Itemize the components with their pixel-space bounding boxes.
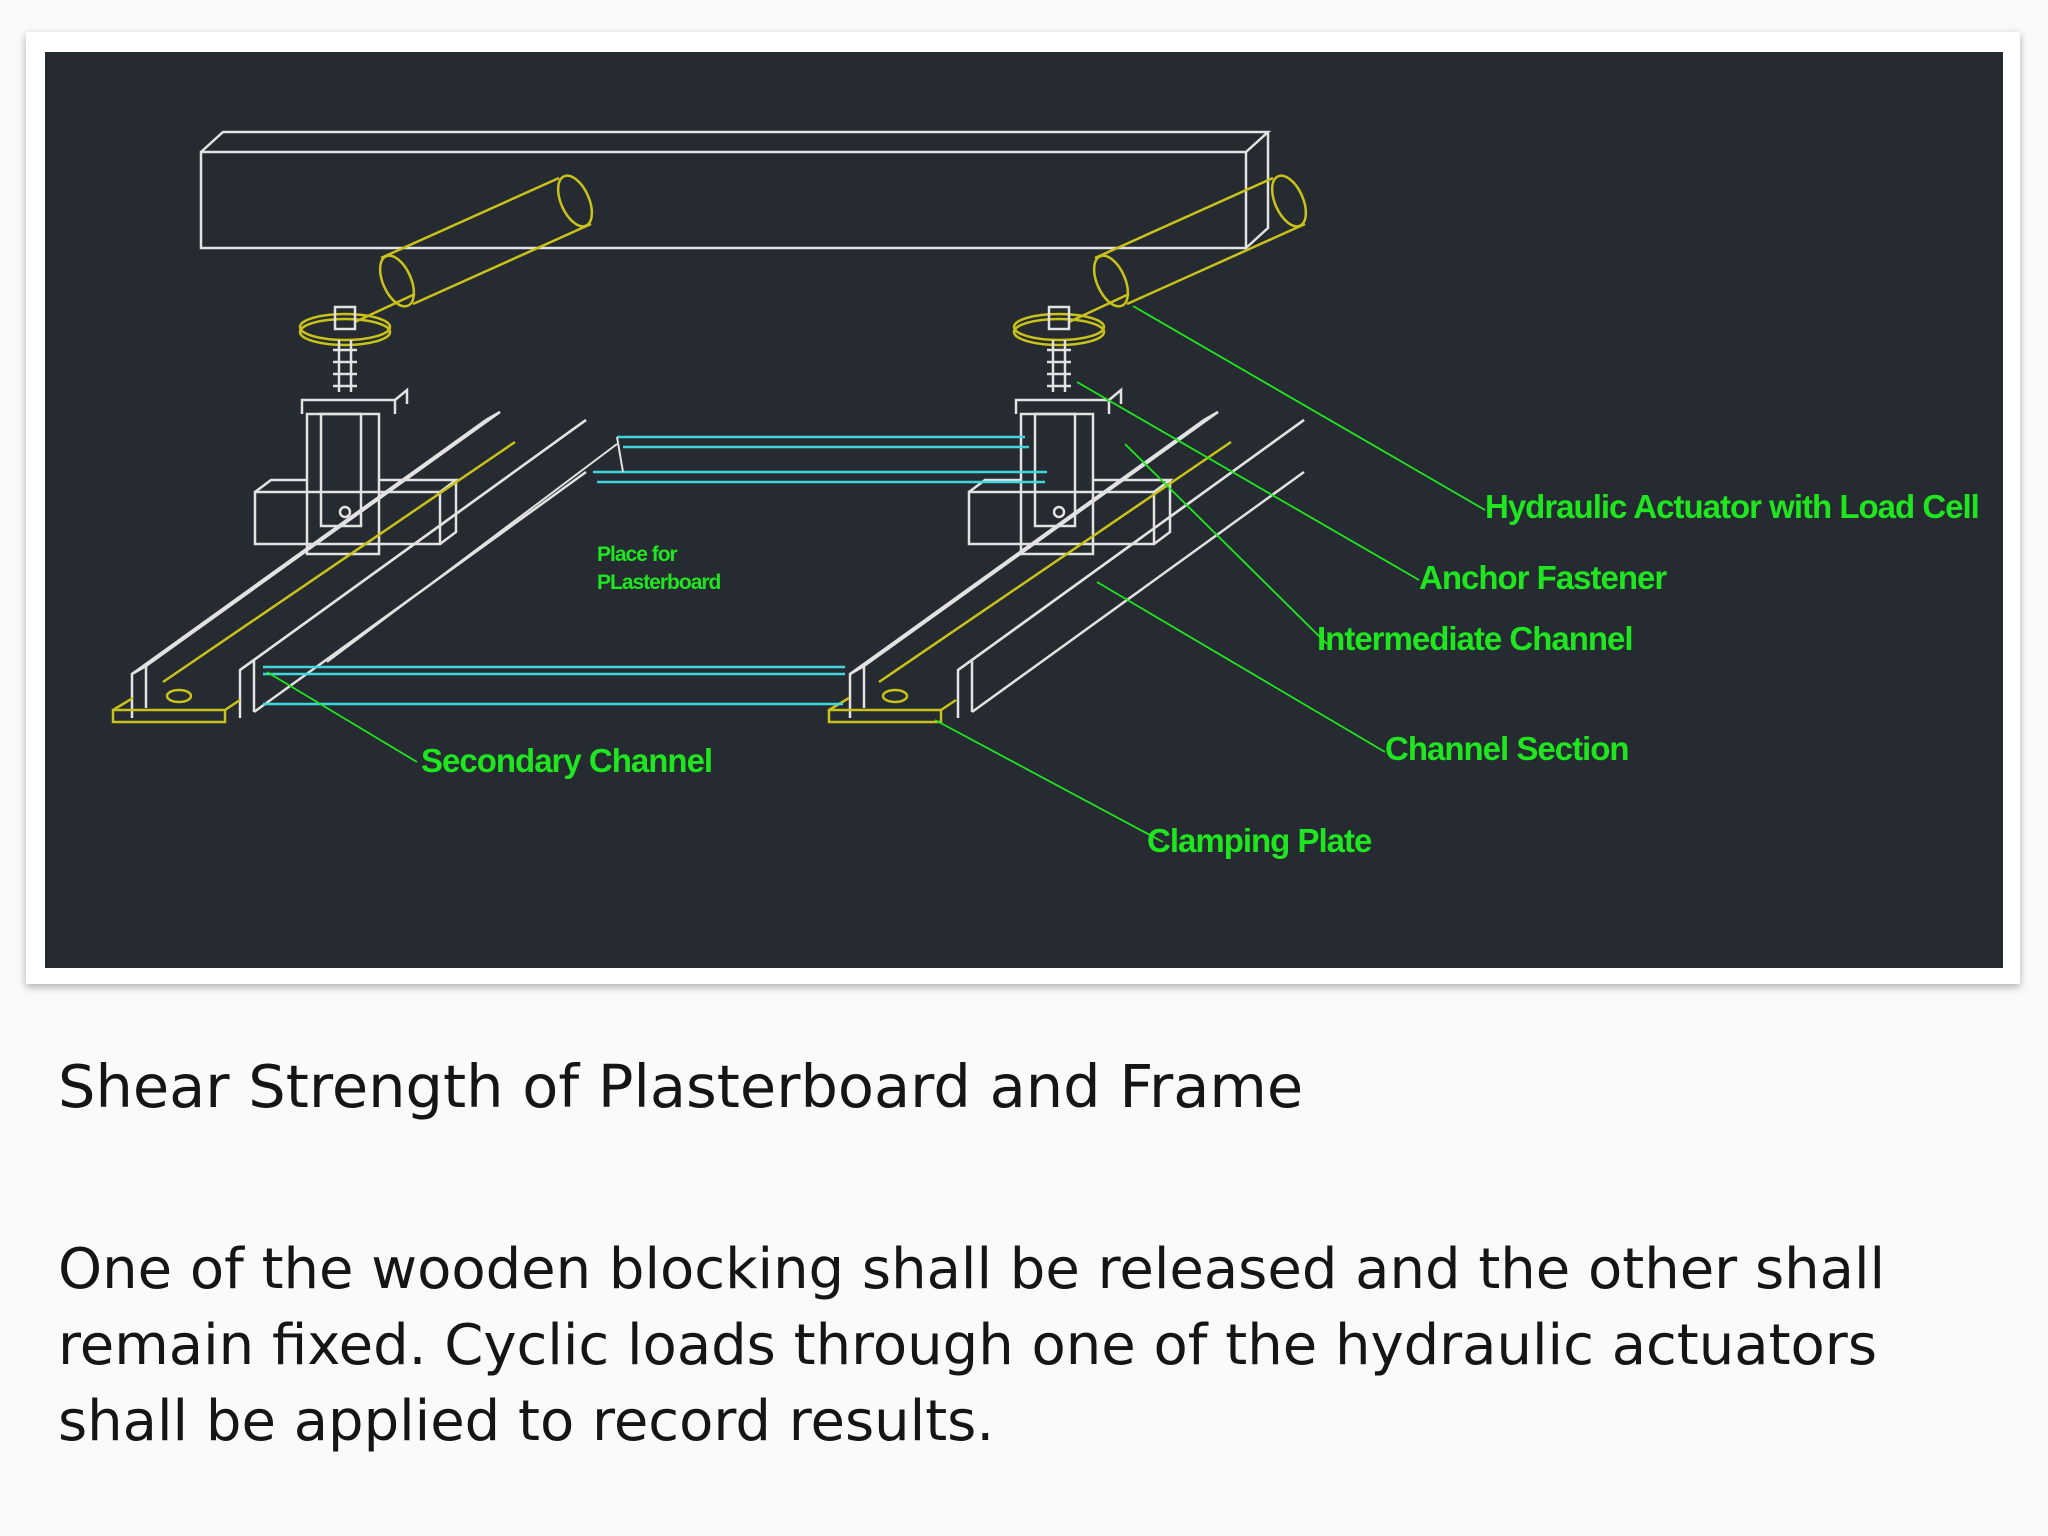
plasterboard-panel-edges bbox=[326, 436, 624, 663]
label-anchor-fastener: Anchor Fastener bbox=[1419, 559, 1667, 596]
label-secondary-channel: Secondary Channel bbox=[421, 742, 712, 779]
right-channel-section bbox=[848, 410, 1305, 718]
label-hydraulic-actuator: Hydraulic Actuator with Load Cell bbox=[1485, 488, 1979, 525]
test-rig-drawing: Hydraulic Actuator with Load Cell Anchor… bbox=[111, 130, 1980, 859]
leader-lines bbox=[266, 305, 1486, 843]
label-plasterboard-place-line2: PLasterboard bbox=[597, 571, 721, 594]
slide-body-text: One of the wooden blocking shall be rele… bbox=[58, 1237, 1886, 1454]
left-anchor-assembly bbox=[253, 305, 460, 556]
left-actuator bbox=[298, 174, 594, 347]
label-plasterboard-place-line1: Place for bbox=[597, 543, 678, 566]
label-clamping-plate: Clamping Plate bbox=[1147, 822, 1372, 859]
left-channel-section bbox=[130, 410, 587, 718]
top-beam bbox=[199, 130, 1272, 250]
right-actuator bbox=[1012, 174, 1308, 347]
clamping-plates bbox=[111, 440, 1232, 724]
label-intermediate-channel: Intermediate Channel bbox=[1317, 620, 1633, 657]
diagram-labels: Hydraulic Actuator with Load Cell Anchor… bbox=[421, 488, 1980, 859]
plasterboard-outline bbox=[263, 435, 1047, 706]
diagram-canvas: Hydraulic Actuator with Load Cell Anchor… bbox=[45, 52, 2003, 968]
slide-title: Shear Strength of Plasterboard and Frame bbox=[58, 1052, 1304, 1121]
label-channel-section: Channel Section bbox=[1385, 730, 1629, 767]
